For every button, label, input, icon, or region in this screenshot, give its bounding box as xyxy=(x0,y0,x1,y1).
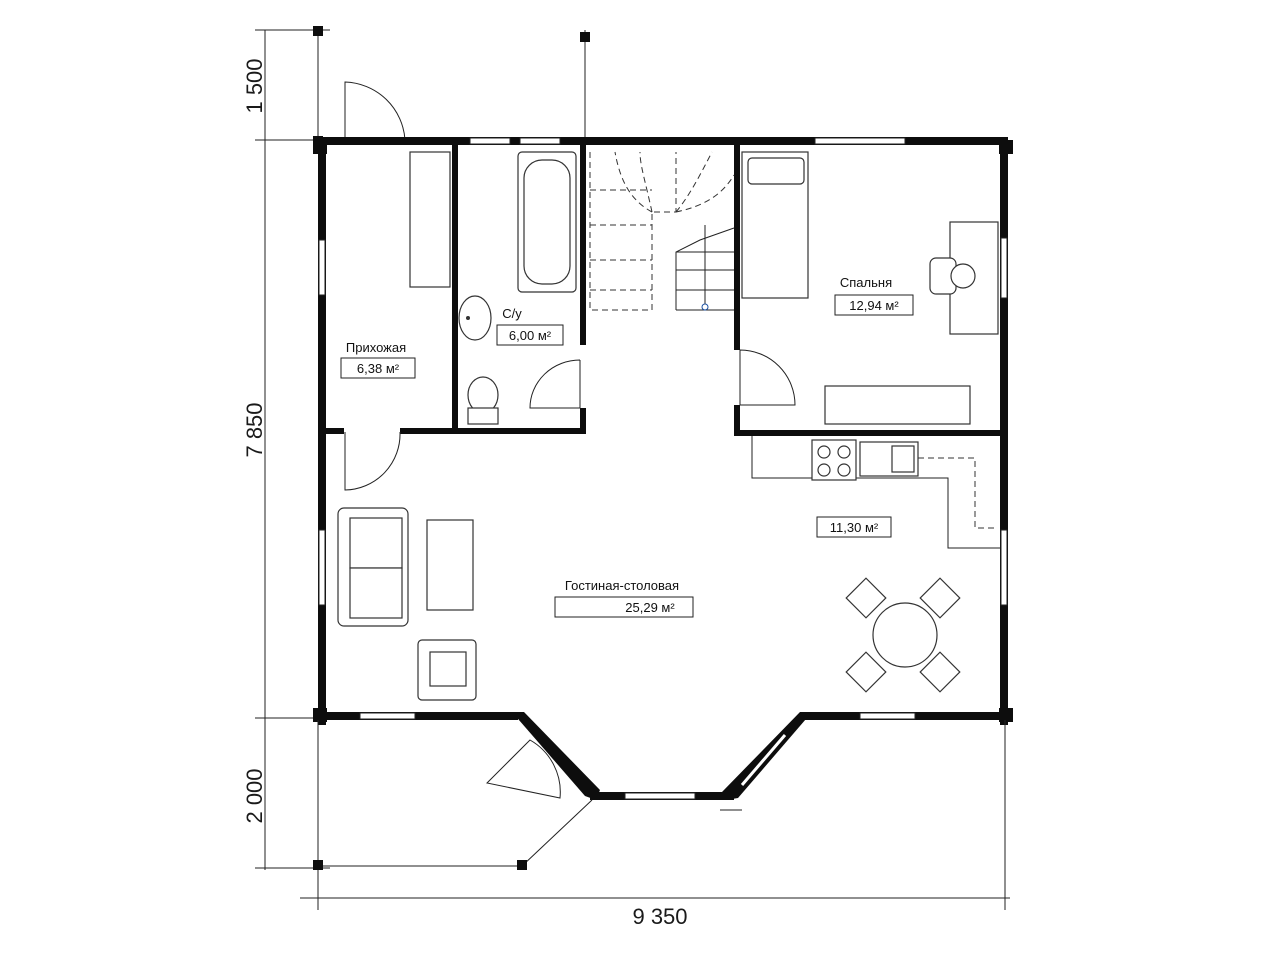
inner-walls xyxy=(326,145,1004,436)
dim-porch-top: 1 500 xyxy=(242,58,267,113)
room-name-living: Гостиная-столовая xyxy=(565,578,679,593)
room-bathroom: С/у 6,00 м² xyxy=(496,306,564,346)
hall-closet xyxy=(409,151,451,288)
kitchen-units xyxy=(751,436,1000,549)
terrace-bottom xyxy=(313,720,1006,870)
room-bedroom: Спальня 12,94 м² xyxy=(834,275,914,316)
room-name-bathroom: С/у xyxy=(502,306,522,321)
windows xyxy=(318,137,1008,800)
bathroom-fixtures xyxy=(458,151,577,425)
dim-total-width: 9 350 xyxy=(632,904,687,929)
dining-set xyxy=(845,577,961,693)
room-area-bedroom: 12,94 м² xyxy=(849,298,899,313)
interior-doors xyxy=(344,349,796,799)
room-name-bedroom: Спальня xyxy=(840,275,892,290)
room-hall: Прихожая 6,38 м² xyxy=(340,340,416,379)
room-area-kitchen: 11,30 м² xyxy=(830,520,879,535)
room-kitchen: 11,30 м² xyxy=(816,516,892,538)
room-name-hall: Прихожая xyxy=(346,340,406,355)
room-living: Гостиная-столовая 25,29 м² xyxy=(554,578,694,618)
living-furniture xyxy=(337,507,477,701)
room-area-bathroom: 6,00 м² xyxy=(509,328,552,343)
porch-top xyxy=(313,26,590,146)
bedroom-furniture xyxy=(741,151,999,425)
dim-house-height: 7 850 xyxy=(242,402,267,457)
room-area-living: 25,29 м² xyxy=(625,600,675,615)
room-area-hall: 6,38 м² xyxy=(357,361,400,376)
dim-terrace-bottom: 2 000 xyxy=(242,768,267,823)
dimension-labels: 1 500 7 850 2 000 9 350 xyxy=(242,58,688,929)
staircase xyxy=(589,151,735,311)
